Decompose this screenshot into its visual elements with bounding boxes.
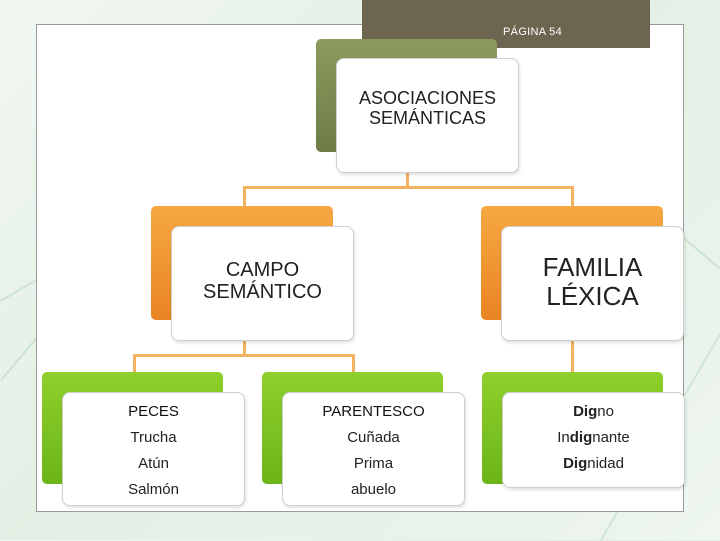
list-item: PECES bbox=[128, 403, 179, 420]
campo-semantico-node: CAMPO SEMÁNTICO bbox=[171, 226, 354, 341]
page-number-label: PÁGINA 54 bbox=[503, 26, 562, 38]
digno-list-node: Digno Indignante Dignidad bbox=[502, 392, 685, 488]
connector-peces-down bbox=[133, 354, 136, 372]
campo-title-line-2: SEMÁNTICO bbox=[203, 281, 322, 303]
word-suffix: no bbox=[597, 403, 614, 420]
list-item: Trucha bbox=[130, 429, 177, 446]
connector-right-down bbox=[571, 186, 574, 206]
familia-title-line-2: LÉXICA bbox=[546, 280, 639, 311]
list-item: Digno bbox=[503, 403, 684, 420]
list-item: PARENTESCO bbox=[322, 403, 425, 420]
list-item: Cuñada bbox=[347, 429, 400, 446]
connector-left-to-lists bbox=[243, 340, 246, 356]
connector-level2-horizontal bbox=[133, 354, 354, 357]
root-node: ASOCIACIONES SEMÁNTICAS bbox=[336, 58, 519, 173]
word-root-bold: dig bbox=[569, 429, 593, 446]
familia-lexica-title: FAMILIA LÉXICA bbox=[502, 253, 683, 310]
word-root-bold: Dig bbox=[573, 403, 598, 420]
campo-title-line-1: CAMPO bbox=[225, 259, 300, 281]
campo-semantico-title: CAMPO SEMÁNTICO bbox=[172, 259, 353, 303]
connector-left-down bbox=[243, 186, 246, 206]
list-item: Dignidad bbox=[503, 455, 684, 472]
word-root-bold: Dig bbox=[563, 455, 588, 472]
connector-level1-horizontal bbox=[243, 186, 573, 189]
parentesco-list-node: PARENTESCO Cuñada Prima abuelo bbox=[282, 392, 465, 506]
word-suffix: nante bbox=[592, 429, 630, 446]
word-prefix: In bbox=[557, 429, 570, 446]
connector-right-to-list bbox=[571, 340, 574, 372]
connector-root-down bbox=[406, 171, 409, 187]
list-item: abuelo bbox=[350, 481, 397, 498]
familia-lexica-node: FAMILIA LÉXICA bbox=[501, 226, 684, 341]
root-title-line-2: SEMÁNTICAS bbox=[368, 107, 487, 128]
list-item: Prima bbox=[353, 455, 394, 472]
peces-list-node: PECES Trucha Atún Salmón bbox=[62, 392, 245, 506]
list-item: Atún bbox=[138, 455, 169, 472]
list-item: Salmón bbox=[128, 481, 179, 498]
root-node-title: ASOCIACIONES SEMÁNTICAS bbox=[337, 88, 518, 129]
familia-title-line-1: FAMILIA bbox=[542, 252, 643, 282]
list-item: Indignante bbox=[503, 429, 684, 446]
word-suffix: nidad bbox=[587, 455, 624, 472]
connector-parentesco-down bbox=[352, 354, 355, 372]
root-title-line-1: ASOCIACIONES bbox=[358, 88, 497, 108]
